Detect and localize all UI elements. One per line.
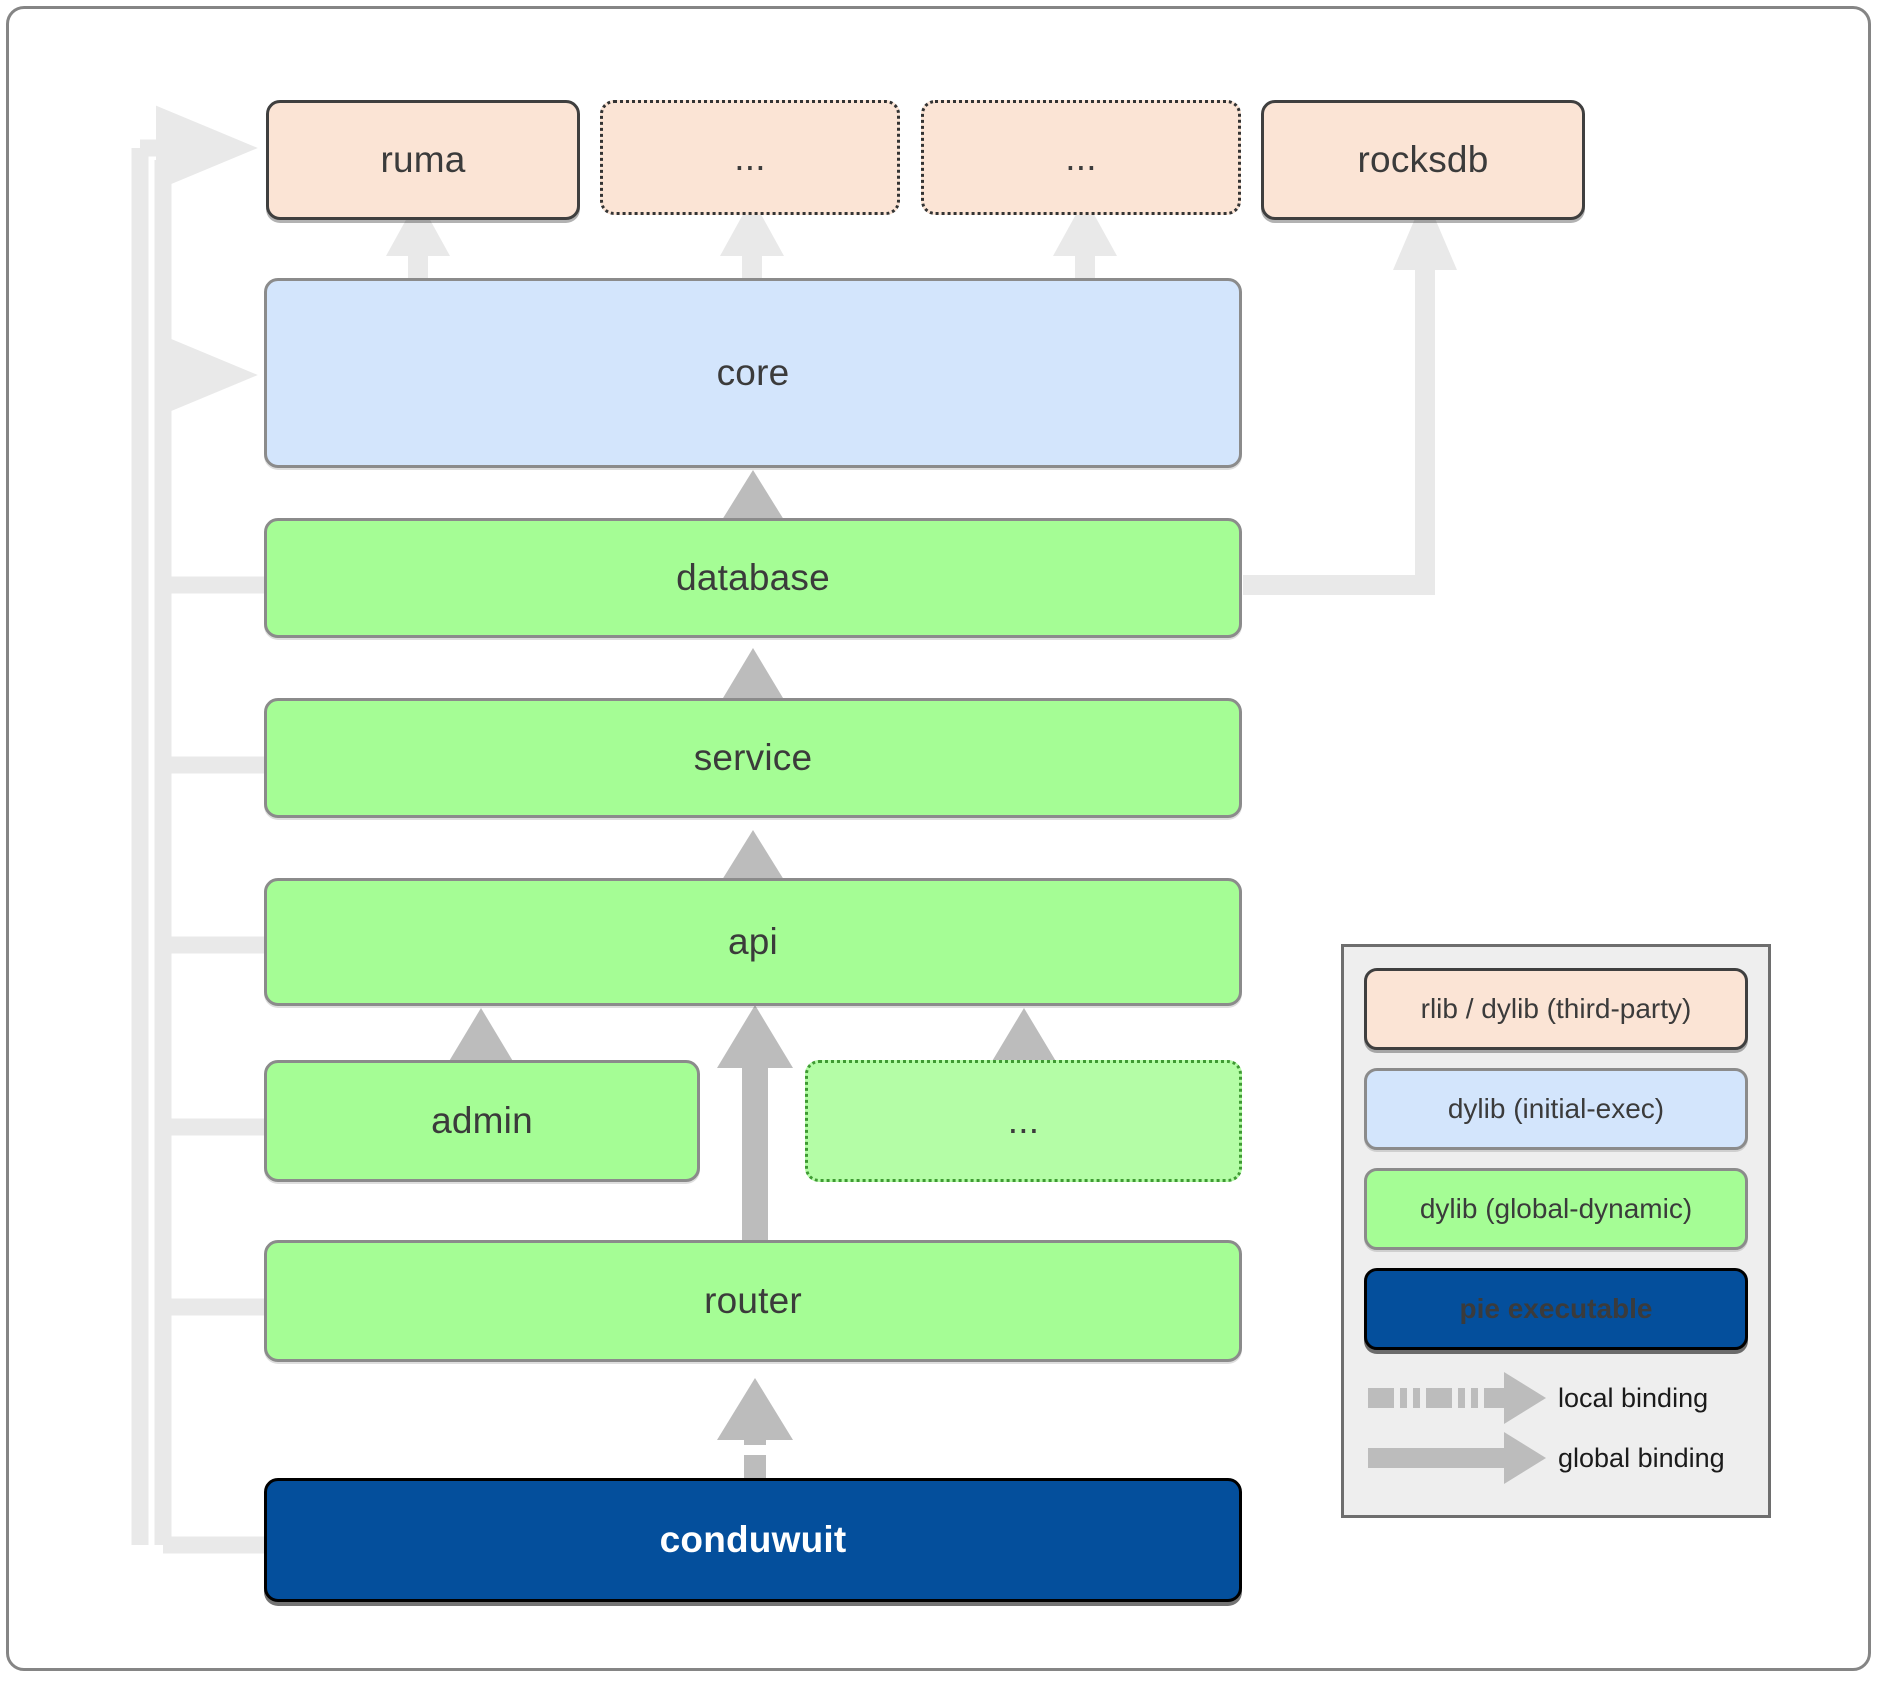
legend-swatch-label: dylib (initial-exec) (1447, 1093, 1665, 1124)
legend-swatch-label: rlib / dylib (third-party) (1420, 993, 1692, 1024)
node-label: admin (431, 1100, 533, 1141)
node-third-party-more-1[interactable]: ... (600, 100, 900, 215)
legend-swatch-label: pie executable (1459, 1293, 1653, 1324)
node-label: ... (734, 136, 766, 178)
legend-swatch-initial-exec: dylib (initial-exec) (1364, 1068, 1748, 1150)
node-router[interactable]: router (264, 1240, 1242, 1362)
legend-swatch-global-dynamic: dylib (global-dynamic) (1364, 1168, 1748, 1250)
node-service[interactable]: service (264, 698, 1242, 818)
legend-binding-local: local binding (1344, 1367, 1774, 1429)
legend-swatch-label: dylib (global-dynamic) (1419, 1193, 1693, 1224)
node-label: ... (1007, 1100, 1040, 1141)
edge-router-api (717, 1005, 793, 1240)
node-database[interactable]: database (264, 518, 1242, 638)
legend-swatch-pie-executable: pie executable (1364, 1268, 1748, 1350)
legend-panel: rlib / dylib (third-party) dylib (initia… (1341, 944, 1771, 1518)
legend-binding-label: global binding (1558, 1442, 1725, 1473)
node-rocksdb[interactable]: rocksdb (1261, 100, 1585, 220)
node-conduwuit[interactable]: conduwuit (264, 1478, 1242, 1602)
node-label: ruma (380, 139, 466, 180)
node-third-party-more-2[interactable]: ... (921, 100, 1241, 215)
legend-binding-label: local binding (1558, 1382, 1709, 1413)
node-label: rocksdb (1357, 139, 1489, 180)
local-binding-arrow-icon (1368, 1372, 1546, 1424)
node-ruma[interactable]: ruma (266, 100, 580, 220)
node-label: conduwuit (659, 1519, 847, 1560)
legend-binding-global: global binding (1344, 1427, 1774, 1489)
global-binding-arrow-icon (1368, 1432, 1546, 1484)
node-label: ... (1065, 136, 1097, 178)
node-label: database (676, 557, 830, 598)
node-label: core (716, 352, 790, 393)
node-label: router (704, 1280, 802, 1321)
conduwuit-global-binding-trunk (131, 148, 172, 1545)
node-core[interactable]: core (264, 278, 1242, 468)
legend-swatch-third-party: rlib / dylib (third-party) (1364, 968, 1748, 1050)
node-admin[interactable]: admin (264, 1060, 700, 1182)
conduwuit-global-binding-branches (140, 105, 268, 1554)
node-label: service (693, 737, 813, 778)
edge-database-rocksdb (1243, 250, 1435, 595)
node-api[interactable]: api (264, 878, 1242, 1006)
node-global-dynamic-more[interactable]: ... (805, 1060, 1242, 1182)
node-label: api (728, 921, 778, 962)
